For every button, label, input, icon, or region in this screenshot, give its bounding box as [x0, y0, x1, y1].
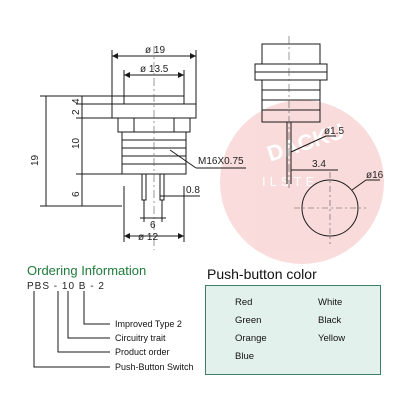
label-improved-type: Improved Type 2 — [115, 319, 182, 329]
svg-text:ILSTE: ILSTE — [262, 174, 318, 189]
push-button-color-title: Push-button color — [207, 266, 317, 282]
dim-height-10: 10 — [71, 137, 82, 149]
dim-height-4: 4 — [71, 98, 82, 104]
dim-height-6: 6 — [71, 191, 82, 197]
label-push-button-switch: Push-Button Switch — [115, 362, 194, 372]
color-red: Red — [235, 297, 253, 308]
dim-pin-diameter-1-5: ø1.5 — [324, 126, 344, 137]
color-green: Green — [235, 315, 262, 326]
label-product-order: Product order — [115, 347, 170, 357]
color-options-panel: Red Green Orange Blue White Black Yellow — [205, 285, 381, 375]
dim-diameter-13-5: ø 13.5 — [140, 64, 169, 75]
ordering-tree — [33, 291, 110, 368]
color-yellow: Yellow — [318, 333, 346, 344]
ordering-information-title: Ordering Information — [27, 263, 147, 278]
cap-top-view — [294, 172, 380, 244]
dim-cap-diameter-16: ø16 — [366, 170, 384, 181]
watermark: DACKU ILSTE — [220, 100, 384, 264]
dim-pin-width-0-8: 0.8 — [186, 185, 200, 196]
part-number: PBS - 10 B - 2 — [27, 281, 105, 292]
front-view — [40, 50, 246, 242]
color-white: White — [318, 297, 343, 308]
dim-height-2: 2 — [71, 109, 82, 115]
dim-height-19: 19 — [30, 154, 41, 166]
label-circuitry-trait: Circuitry trait — [115, 333, 166, 343]
dim-diameter-19: ø 19 — [145, 45, 165, 56]
dim-pin-offset-3-4: 3.4 — [312, 159, 326, 170]
dim-diameter-12: ø 12 — [138, 232, 158, 243]
side-view — [254, 43, 338, 184]
color-blue: Blue — [235, 351, 255, 362]
dim-pin-spacing-6: 6 — [150, 220, 156, 231]
dim-thread-m16: M16X0.75 — [198, 156, 244, 167]
color-orange: Orange — [235, 333, 267, 344]
color-black: Black — [318, 315, 342, 326]
